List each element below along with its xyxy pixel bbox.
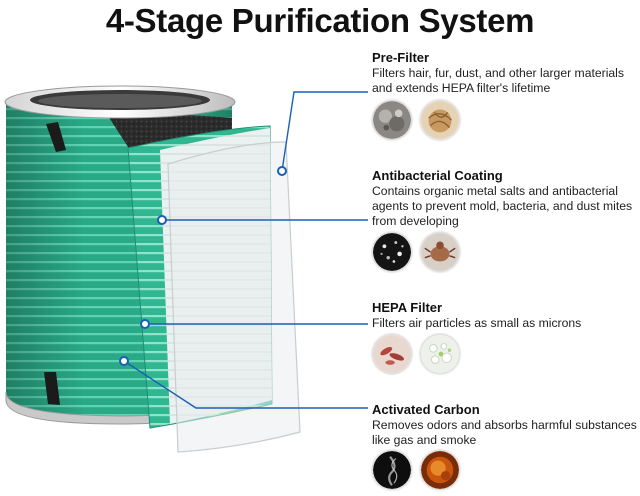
microbe-thumbnail	[372, 334, 412, 374]
hair-thumbnail	[420, 100, 460, 140]
stage-title: Antibacterial Coating	[372, 168, 503, 183]
gas-thumbnail	[420, 450, 460, 490]
stage-pre-filter: Pre-Filter Filters hair, fur, dust, and …	[372, 50, 640, 96]
stage-description: Filters hair, fur, dust, and other large…	[372, 66, 624, 95]
page-title: 4-Stage Purification System	[105, 2, 535, 39]
stage-activated-carbon: Activated Carbon Removes odors and absor…	[372, 402, 640, 448]
stage-title: Pre-Filter	[372, 50, 430, 65]
stage-description: Removes odors and absorbs harmful substa…	[372, 418, 637, 447]
stage-hepa-filter: HEPA Filter Filters air particles as sma…	[372, 300, 640, 331]
dust-mite-thumbnail	[420, 232, 460, 272]
stage-description: Contains organic metal salts and antibac…	[372, 184, 633, 228]
stage-description: Filters air particles as small as micron…	[372, 316, 582, 330]
mesh-sheet	[167, 141, 301, 453]
stage-antibacterial-thumbnails	[372, 232, 460, 272]
dust-thumbnail	[372, 100, 412, 140]
bacteria-thumbnail	[372, 232, 412, 272]
stage-carbon-thumbnails	[372, 450, 460, 490]
stage-antibacterial-coating: Antibacterial Coating Contains organic m…	[372, 168, 640, 229]
smoke-thumbnail	[372, 450, 412, 490]
stage-pre-filter-thumbnails	[372, 100, 460, 140]
stage-title: Activated Carbon	[372, 402, 480, 417]
stage-title: HEPA Filter	[372, 300, 443, 315]
stage-hepa-thumbnails	[372, 334, 460, 374]
pollen-thumbnail	[420, 334, 460, 374]
